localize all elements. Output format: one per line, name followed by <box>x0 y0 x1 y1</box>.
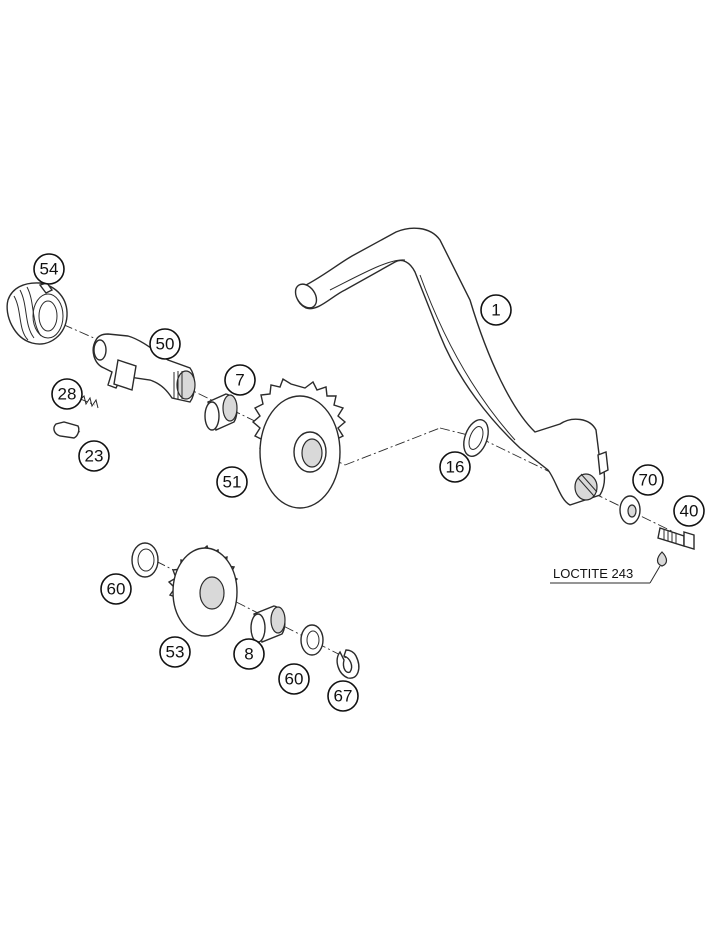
callout-70: 70 <box>632 464 664 496</box>
gear-large-part <box>251 377 347 509</box>
thrust-washer-left-part <box>131 542 159 578</box>
pin-part <box>53 421 80 439</box>
svg-text:8: 8 <box>244 645 253 664</box>
svg-text:53: 53 <box>166 643 185 662</box>
needle-bearing-lower-part <box>250 605 286 643</box>
callout-16: 16 <box>439 451 471 483</box>
small-spring-part <box>79 395 99 409</box>
needle-bearing-upper-part <box>204 393 238 431</box>
callout-8: 8 <box>233 638 265 670</box>
loctite-note-text: LOCTITE 243 <box>553 566 633 581</box>
circlip-part <box>336 649 360 679</box>
thrust-washer-right-part <box>300 624 324 656</box>
loctite-drop-icon <box>656 551 668 567</box>
svg-text:70: 70 <box>639 471 658 490</box>
svg-text:7: 7 <box>235 371 244 390</box>
svg-text:51: 51 <box>223 473 242 492</box>
callout-23: 23 <box>78 440 110 472</box>
svg-text:50: 50 <box>156 335 175 354</box>
callout-50: 50 <box>149 328 181 360</box>
svg-text:28: 28 <box>58 385 77 404</box>
svg-text:60: 60 <box>107 580 126 599</box>
callout-53: 53 <box>159 636 191 668</box>
svg-text:67: 67 <box>334 687 353 706</box>
callout-28: 28 <box>51 378 83 410</box>
svg-text:40: 40 <box>680 502 699 521</box>
bolt-part <box>657 527 695 550</box>
kickstart-lever-part <box>294 227 609 506</box>
svg-text:60: 60 <box>285 670 304 689</box>
washer-70-part <box>619 495 641 525</box>
callout-1: 1 <box>480 294 512 326</box>
spring-part <box>6 282 68 345</box>
callout-7: 7 <box>224 364 256 396</box>
washer-16-part <box>463 419 489 457</box>
callout-60-left: 60 <box>100 573 132 605</box>
svg-text:1: 1 <box>491 301 500 320</box>
svg-text:54: 54 <box>40 260 59 279</box>
callout-40: 40 <box>673 495 705 527</box>
svg-text:16: 16 <box>446 458 465 477</box>
svg-text:23: 23 <box>85 447 104 466</box>
callout-54: 54 <box>33 253 65 285</box>
callout-60-right: 60 <box>278 663 310 695</box>
kickstart-shaft-part <box>92 333 196 403</box>
loctite-note: LOCTITE 243 <box>550 565 661 584</box>
idler-gear-part <box>167 544 239 637</box>
callout-51: 51 <box>216 466 248 498</box>
callout-67: 67 <box>327 680 359 712</box>
